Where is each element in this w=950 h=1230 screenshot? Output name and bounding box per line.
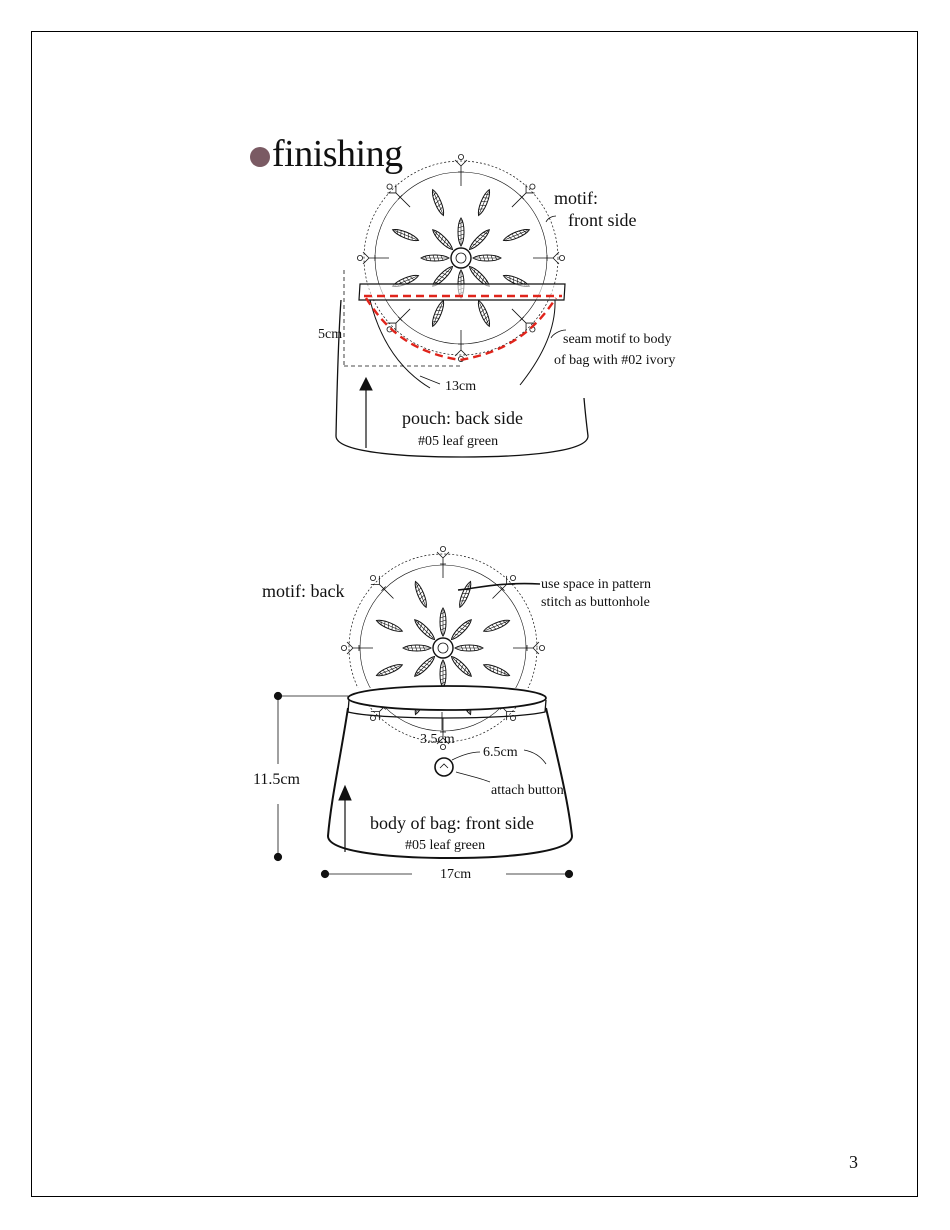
bullet-icon xyxy=(250,147,270,167)
button-offset-label: 3.5cm xyxy=(420,732,455,747)
attach-button-label: attach button xyxy=(491,783,564,798)
height-label-11-5cm: 11.5cm xyxy=(253,771,300,788)
page-title: finishing xyxy=(272,133,403,175)
seam-line xyxy=(364,294,562,362)
motif-front-label-1: motif: xyxy=(554,188,598,208)
page-number: 3 xyxy=(849,1152,858,1172)
width-label-13cm: 13cm xyxy=(445,379,477,394)
motif-front-label-2: front side xyxy=(568,210,637,230)
buttonhole-note-line-1: use space in pattern xyxy=(541,577,652,592)
buttonhole-note-line-2: stitch as buttonhole xyxy=(541,595,650,610)
bottom-yarn-label: #05 leaf green xyxy=(405,838,486,853)
seam-note-line-2: of bag with #02 ivory xyxy=(554,353,676,368)
page-heading: finishing xyxy=(250,132,403,176)
width-label-17cm: 17cm xyxy=(440,867,472,882)
top-yarn-label: #05 leaf green xyxy=(418,434,499,449)
body-front-label: body of bag: front side xyxy=(370,813,534,833)
top-dimension-lines xyxy=(343,215,567,448)
motif-back-chart xyxy=(340,546,545,750)
bottom-dimension-lines xyxy=(273,582,574,879)
button-side-label: 6.5cm xyxy=(483,745,518,760)
page-frame xyxy=(31,31,918,1197)
pouch-back-label: pouch: back side xyxy=(402,408,523,428)
height-label-5cm: 5cm xyxy=(318,327,343,342)
seam-note-line-1: seam motif to body xyxy=(563,332,672,347)
bag-body-front-outline xyxy=(326,685,574,860)
motif-back-label: motif: back xyxy=(262,581,345,601)
motif-front-chart xyxy=(356,153,565,363)
button-icon xyxy=(434,757,454,777)
